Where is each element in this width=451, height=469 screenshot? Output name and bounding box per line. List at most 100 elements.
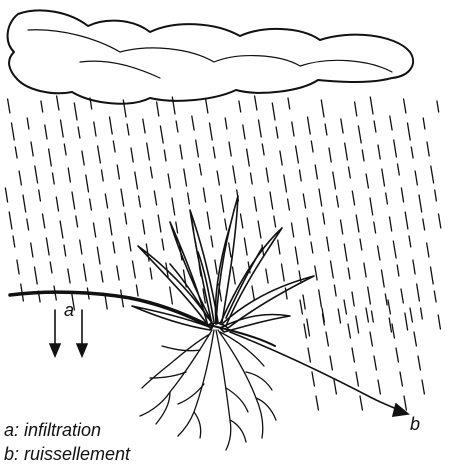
raindrop bbox=[244, 238, 247, 255]
raindrop bbox=[233, 166, 236, 183]
raindrop bbox=[143, 119, 145, 133]
raindrop bbox=[82, 151, 84, 165]
raindrop bbox=[258, 221, 261, 238]
raindrop bbox=[316, 396, 318, 410]
raindrop bbox=[358, 126, 361, 143]
raindrop bbox=[211, 236, 213, 247]
legend-item-runoff: b: ruissellement bbox=[4, 442, 130, 466]
raindrop bbox=[215, 260, 217, 274]
raindrop bbox=[401, 188, 403, 202]
raindrop bbox=[19, 171, 21, 185]
raindrop bbox=[225, 219, 227, 230]
raindrop bbox=[12, 123, 15, 140]
raindrop bbox=[414, 332, 416, 346]
raindrop bbox=[411, 147, 413, 158]
raindrop bbox=[404, 99, 406, 113]
raindrop bbox=[53, 173, 55, 184]
raindrop bbox=[370, 198, 373, 215]
raindrop bbox=[272, 103, 275, 120]
raindrop bbox=[127, 124, 129, 135]
raindrop bbox=[315, 165, 317, 179]
raindrop bbox=[274, 216, 276, 227]
cloud bbox=[8, 10, 414, 103]
raindrop bbox=[157, 102, 159, 116]
raindrop bbox=[17, 260, 19, 274]
raindrop bbox=[110, 117, 113, 134]
raindrop bbox=[39, 190, 41, 201]
raindrop bbox=[270, 192, 273, 209]
raindrop bbox=[68, 168, 70, 182]
raindrop bbox=[56, 197, 58, 211]
raindrop bbox=[372, 311, 374, 322]
raindrop bbox=[417, 284, 420, 301]
raindrop bbox=[311, 141, 313, 152]
raindrop bbox=[348, 268, 350, 279]
raindrop bbox=[431, 267, 434, 284]
raindrop bbox=[338, 309, 340, 323]
raindrop bbox=[303, 295, 305, 309]
legend: a: infiltration b: ruissellement bbox=[4, 418, 130, 466]
raindrop bbox=[241, 214, 243, 228]
raindrop bbox=[410, 308, 412, 322]
raindrop bbox=[352, 191, 354, 205]
raindrop bbox=[60, 221, 63, 238]
raindrop bbox=[280, 151, 282, 165]
raindrop bbox=[135, 172, 138, 189]
raindrop bbox=[192, 116, 194, 130]
raindrop bbox=[334, 285, 336, 296]
raindrop bbox=[352, 348, 354, 362]
raindrop bbox=[370, 332, 372, 346]
raindrop bbox=[374, 356, 376, 370]
raindrop bbox=[311, 242, 313, 253]
raindrop bbox=[434, 291, 436, 302]
raindrop bbox=[117, 266, 119, 280]
raindrop bbox=[101, 271, 103, 282]
raindrop bbox=[86, 175, 89, 192]
raindrop bbox=[239, 101, 241, 112]
raindrop bbox=[121, 189, 124, 206]
raindrop bbox=[405, 212, 408, 229]
raindrop bbox=[307, 319, 310, 336]
raindrop bbox=[64, 245, 66, 256]
raindrop bbox=[321, 100, 324, 117]
raindrop bbox=[35, 267, 38, 284]
raindrop bbox=[348, 324, 350, 338]
arrow-label-a: a bbox=[64, 300, 74, 320]
raindrop bbox=[43, 214, 45, 228]
raindrop bbox=[162, 239, 164, 250]
raindrop bbox=[136, 285, 138, 296]
raindrop bbox=[334, 380, 336, 394]
raindrop bbox=[352, 292, 354, 306]
raindrop bbox=[315, 266, 317, 280]
raindrop bbox=[400, 372, 402, 386]
raindrop bbox=[147, 143, 150, 160]
raindrop bbox=[172, 97, 175, 114]
raindrop bbox=[35, 166, 38, 183]
raindrop bbox=[401, 289, 403, 303]
raindrop bbox=[247, 149, 250, 166]
raindrop bbox=[368, 287, 371, 304]
raindrop bbox=[151, 167, 153, 178]
raindrop bbox=[102, 170, 104, 181]
raindrop bbox=[46, 238, 49, 255]
raindrop bbox=[133, 261, 136, 278]
raindrop bbox=[435, 190, 437, 201]
raindrop bbox=[366, 308, 368, 322]
raindrop bbox=[364, 263, 366, 277]
raindrop bbox=[325, 124, 327, 135]
raindrop bbox=[259, 120, 262, 137]
raindrop bbox=[319, 189, 322, 206]
runoff-arrow bbox=[230, 332, 408, 416]
raindrop bbox=[8, 99, 10, 113]
raindrop bbox=[423, 118, 425, 129]
raindrop bbox=[184, 169, 187, 186]
raindrop bbox=[90, 199, 92, 210]
raindrop bbox=[207, 212, 210, 229]
raindrop bbox=[326, 332, 328, 346]
raindrop bbox=[188, 193, 190, 204]
raindrop bbox=[422, 380, 424, 394]
raindrop bbox=[94, 122, 96, 136]
raindrop bbox=[9, 212, 12, 229]
raindrop bbox=[57, 96, 59, 110]
